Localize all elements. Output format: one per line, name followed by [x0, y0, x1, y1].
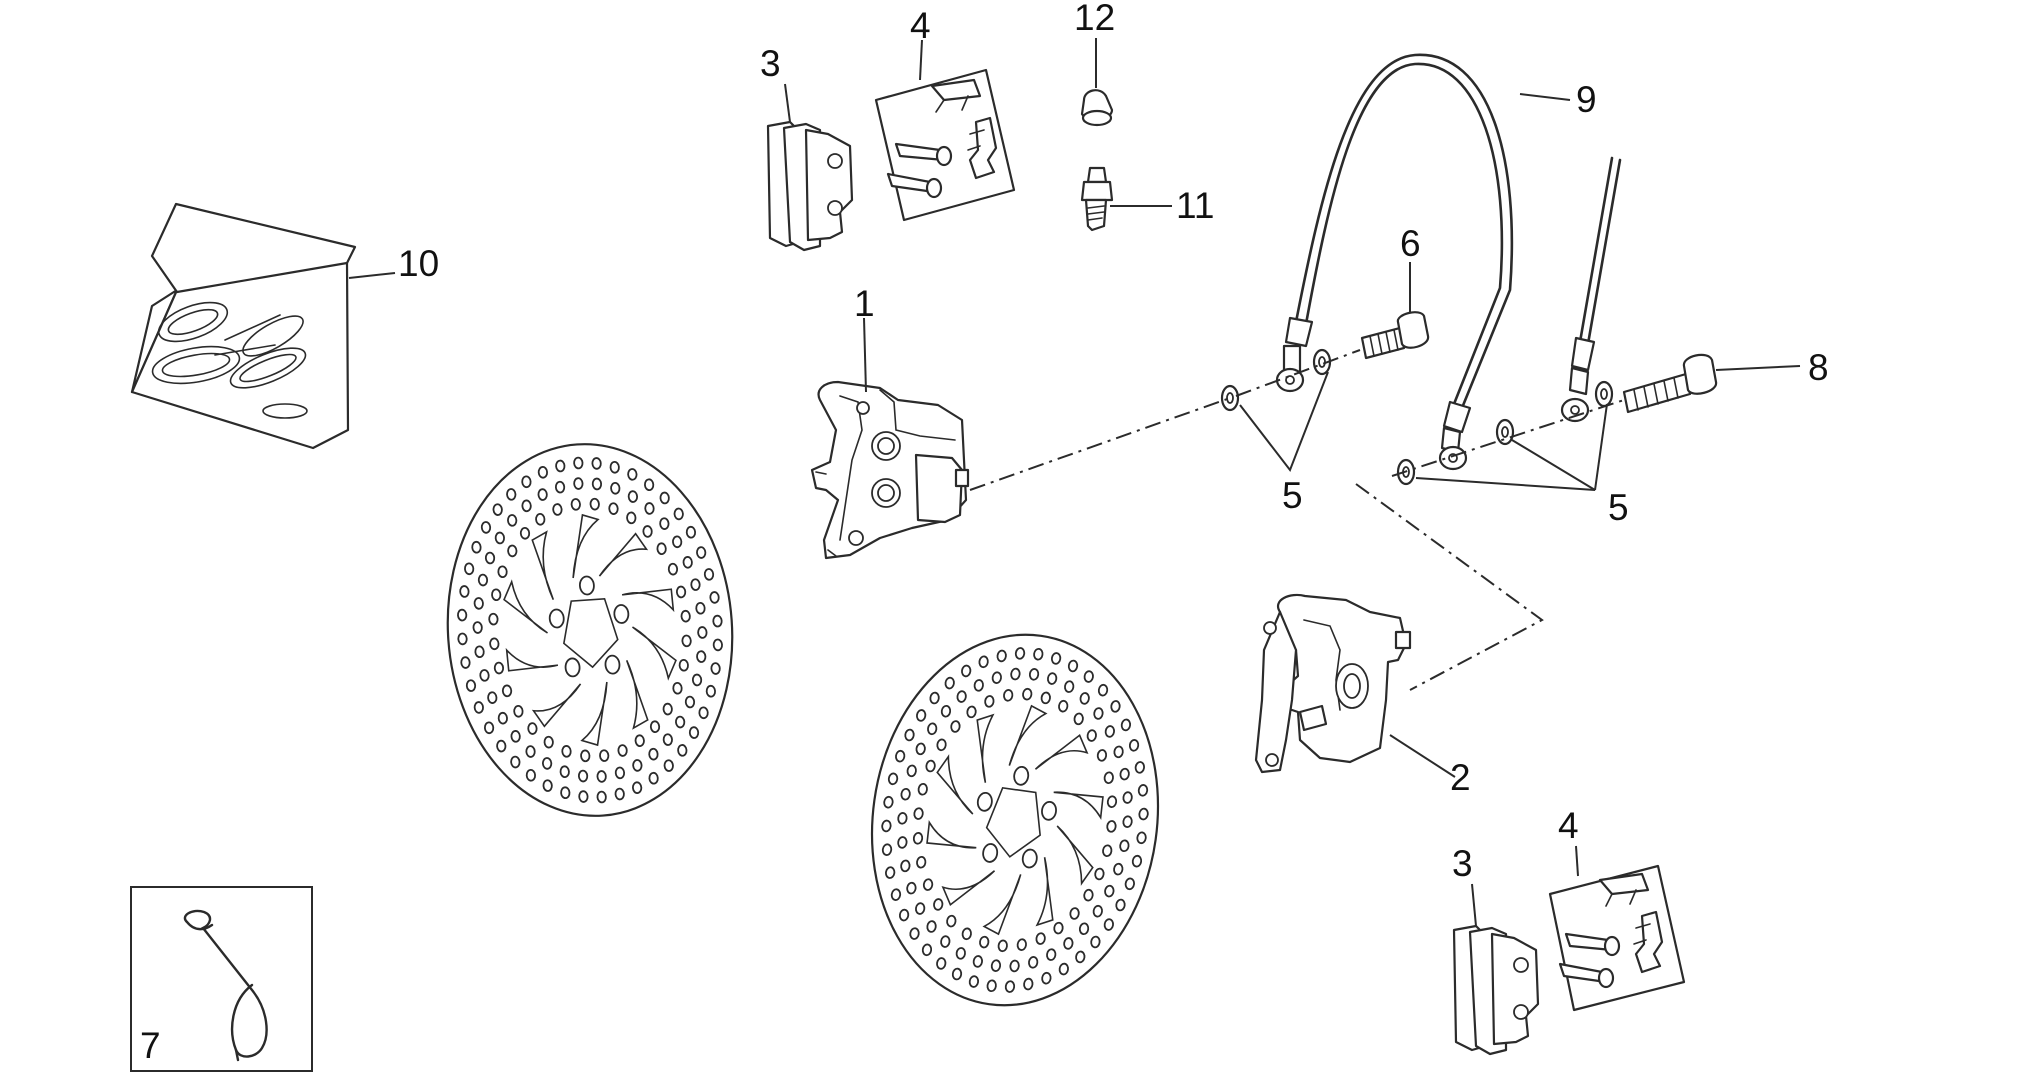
- seal-kit-bag: [130, 202, 396, 450]
- callout-1: 1: [854, 283, 875, 324]
- brake-hose: [1284, 53, 1571, 434]
- wire-clip-box: [130, 886, 313, 1072]
- brake-disc-left: [446, 443, 734, 817]
- copper-washers: [1220, 348, 1614, 491]
- banjo-bolt-lower: [1622, 353, 1801, 414]
- brake-disc-right: [870, 633, 1160, 1007]
- callout-5-left: 5: [1282, 475, 1303, 516]
- caliper-upper: [810, 380, 970, 560]
- callout-9: 9: [1576, 79, 1597, 120]
- assembly-lines: [969, 349, 1625, 691]
- brake-pads-lower: [1452, 883, 1540, 1056]
- banjo-bolt-upper: [1360, 262, 1430, 360]
- callout-10: 10: [398, 243, 439, 284]
- callout-4-lower: 4: [1558, 805, 1579, 846]
- pin-kit-lower: [1548, 845, 1686, 1012]
- callout-11: 11: [1176, 185, 1214, 226]
- bleed-screw: [1080, 166, 1172, 232]
- pin-kit-upper: [874, 39, 1016, 222]
- callout-3-upper: 3: [760, 43, 781, 84]
- callout-3-lower: 3: [1452, 843, 1473, 884]
- brake-pads-upper: [766, 83, 854, 252]
- callout-5-right: 5: [1608, 487, 1629, 528]
- callout-4-upper: 4: [910, 5, 931, 46]
- callout-7: 7: [140, 1025, 161, 1066]
- callout-6: 6: [1400, 223, 1421, 264]
- callout-8: 8: [1808, 347, 1829, 388]
- bleed-cap: [1080, 38, 1114, 127]
- callout-2: 2: [1450, 757, 1471, 798]
- leader-part-1: [863, 317, 867, 393]
- brake-hose-right: [1570, 156, 1622, 372]
- caliper-lower: [1254, 593, 1456, 778]
- callout-12: 12: [1074, 0, 1115, 38]
